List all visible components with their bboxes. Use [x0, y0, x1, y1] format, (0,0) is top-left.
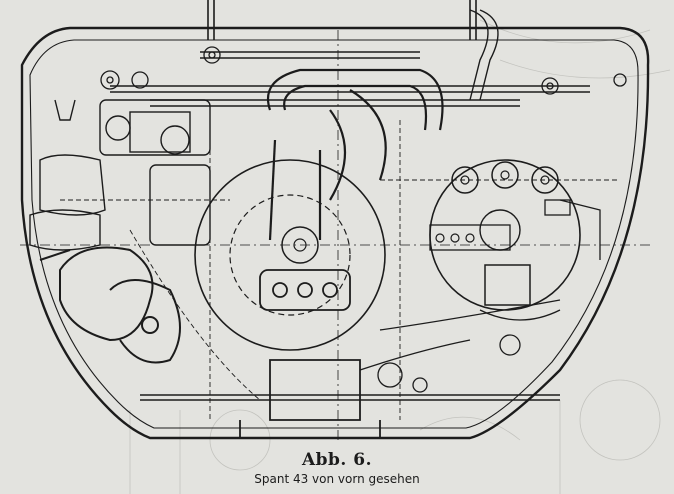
valve-wheels [100, 46, 627, 95]
dashed-frame-lines [60, 120, 620, 420]
right-gear-group [429, 159, 581, 321]
bottom-deck-plates [140, 394, 560, 401]
upper-piping [110, 9, 590, 107]
engine-base-block [239, 269, 381, 438]
right-lower-pipes [359, 199, 601, 393]
central-main-wheel [194, 159, 386, 351]
hull-outline [20, 26, 650, 440]
figure-subtitle: Spant 43 von vorn gesehen [254, 472, 420, 486]
figure-title: Abb. 6. [301, 450, 373, 470]
central-exhaust-pipe [266, 68, 444, 241]
background-print-through [129, 19, 671, 494]
left-turbine-casing [39, 246, 181, 364]
deck-stanchions [207, 0, 477, 40]
left-pump-group [29, 99, 211, 251]
center-line [20, 30, 650, 440]
